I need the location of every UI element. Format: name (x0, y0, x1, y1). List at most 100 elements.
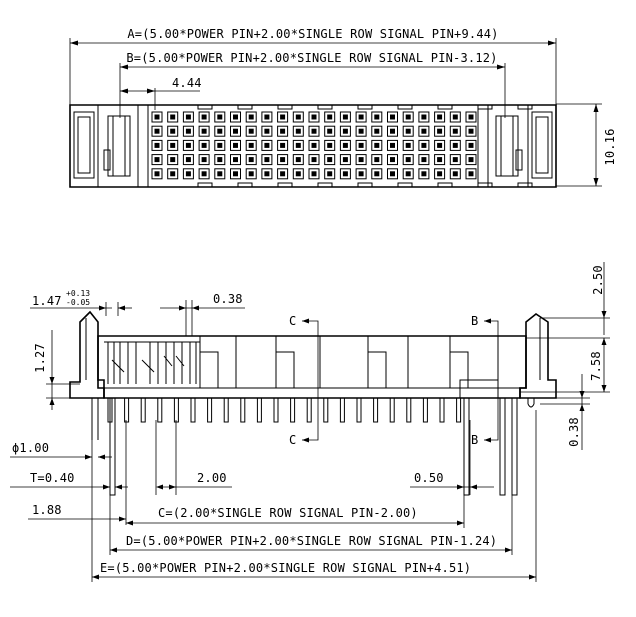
dimension-d-label: D=(5.00*POWER PIN+2.00*SINGLE ROW SIGNAL… (126, 534, 497, 548)
dimension-0-38-right-label: 0.38 (567, 417, 581, 447)
pin-contact (468, 157, 474, 163)
dimension-t-label: T=0.40 (30, 471, 75, 485)
pin-socket (230, 154, 241, 166)
pin-contact (280, 171, 286, 177)
pin-socket (371, 139, 383, 151)
pin-contact (248, 142, 254, 148)
pin-socket (402, 125, 414, 137)
pin-contact (280, 157, 286, 163)
pin-contact (154, 157, 160, 163)
pin-contact (295, 157, 301, 163)
pin-contact (452, 171, 458, 177)
signal-leg (207, 397, 213, 423)
signal-pin-grid (151, 111, 477, 180)
pin-contact (233, 157, 238, 163)
pin-socket (182, 125, 194, 137)
pin-socket (308, 168, 320, 180)
pin-contact (233, 114, 238, 120)
pin-contact (248, 157, 254, 163)
pin-contact (327, 142, 333, 148)
pin-socket (198, 154, 210, 166)
pin-socket (371, 111, 383, 123)
pin-contact (421, 142, 427, 148)
pin-contact (264, 171, 270, 177)
dimension-7-58: 7.58 (520, 337, 610, 393)
pin-contact (311, 171, 317, 177)
signal-leg (256, 397, 262, 423)
pin-contact (421, 157, 427, 163)
pin-socket (198, 139, 210, 151)
section-b-bottom-label: B (471, 433, 478, 447)
pin-socket (151, 154, 163, 166)
pin-socket (277, 154, 289, 166)
pin-contact (405, 114, 411, 120)
dimension-0-50-label: 0.50 (414, 471, 444, 485)
pin-socket (277, 125, 289, 137)
dimension-e-label: E=(5.00*POWER PIN+2.00*SINGLE ROW SIGNAL… (100, 561, 471, 575)
pin-socket (465, 168, 477, 180)
pin-contact (468, 142, 474, 148)
pin-contact (170, 157, 176, 163)
pin-contact (437, 157, 443, 163)
signal-leg (389, 397, 395, 423)
pin-socket (182, 154, 194, 166)
signal-leg (140, 397, 146, 423)
pin-contact (154, 114, 160, 120)
pin-socket (339, 139, 351, 151)
pin-contact (437, 128, 443, 134)
dimension-1-27-label: 1.27 (33, 343, 47, 373)
dimension-7-58-label: 7.58 (589, 351, 603, 381)
dimension-1-88-label: 1.88 (32, 503, 62, 517)
pin-socket (418, 139, 430, 151)
dimension-1-47: 1.47 +0.13 -0.05 (30, 289, 132, 316)
dimension-b: B=(5.00*POWER PIN+2.00*SINGLE ROW SIGNAL… (119, 51, 506, 118)
pin-contact (170, 128, 176, 134)
pin-socket (418, 168, 430, 180)
pin-socket (292, 139, 304, 151)
pin-socket (339, 168, 351, 180)
pin-socket (151, 139, 163, 151)
pin-socket (167, 125, 179, 137)
pin-contact (154, 142, 160, 148)
pin-socket (371, 125, 383, 137)
pin-contact (405, 157, 411, 163)
pin-contact (295, 142, 301, 148)
signal-leg (323, 397, 329, 423)
dimension-1-47-label: 1.47 (32, 294, 62, 308)
pin-socket (230, 125, 241, 137)
signal-leg (157, 397, 163, 423)
pin-contact (421, 171, 427, 177)
pin-contact (248, 128, 254, 134)
pin-socket (371, 168, 383, 180)
pin-socket (387, 139, 398, 151)
section-c-top-label: C (289, 314, 296, 328)
pin-socket (434, 139, 446, 151)
dimension-2-50: 2.50 (540, 262, 610, 335)
pin-contact (233, 171, 238, 177)
connector-top-body (69, 104, 557, 188)
pin-socket (465, 139, 477, 151)
pin-socket (261, 125, 273, 137)
pin-contact (390, 114, 395, 120)
pin-contact (421, 128, 427, 134)
signal-leg (240, 397, 246, 423)
pin-socket (151, 125, 163, 137)
pin-contact (264, 142, 270, 148)
pin-socket (339, 154, 351, 166)
pin-socket (449, 111, 461, 123)
pin-contact (342, 142, 348, 148)
pin-socket (355, 168, 367, 180)
pin-contact (295, 128, 301, 134)
pin-contact (437, 114, 443, 120)
pin-contact (217, 157, 223, 163)
tolerance-plus: +0.13 (66, 289, 90, 298)
pin-contact (374, 157, 380, 163)
pin-socket (324, 139, 336, 151)
pin-contact (405, 128, 411, 134)
pin-contact (217, 142, 223, 148)
pin-contact (452, 114, 458, 120)
pin-socket (182, 111, 194, 123)
dimension-c-label: C=(2.00*SINGLE ROW SIGNAL PIN-2.00) (158, 506, 418, 520)
pin-contact (248, 114, 254, 120)
